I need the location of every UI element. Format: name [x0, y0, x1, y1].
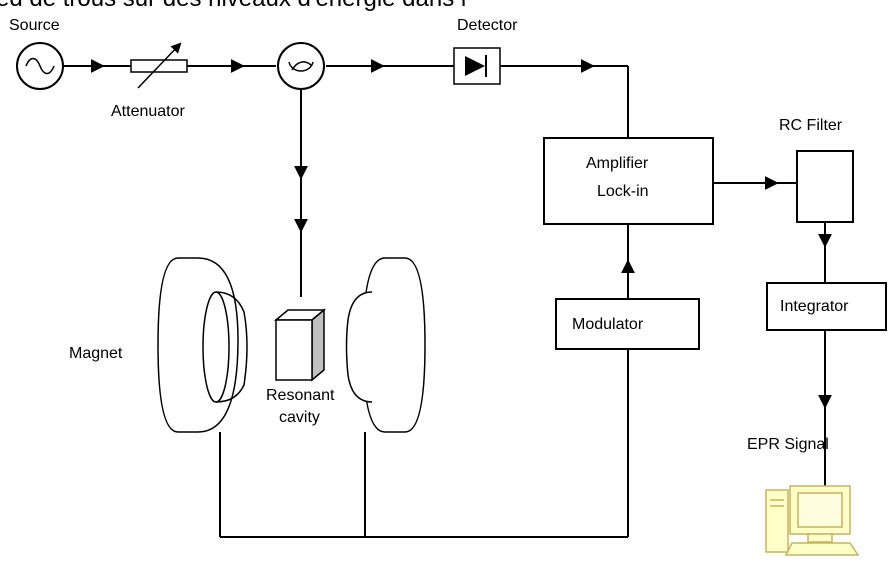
magnet-left-icon	[157, 257, 248, 433]
computer-icon	[765, 485, 860, 556]
resonant-cavity-label-2: cavity	[279, 409, 320, 426]
circulator-icon	[277, 42, 325, 90]
header-fragment: ed de trous sur des niveaux d'énergie da…	[0, 0, 466, 12]
amplifier-label-1: Amplifier	[586, 155, 649, 172]
detector-label: Detector	[457, 17, 518, 34]
rc-filter-box	[796, 150, 854, 223]
attenuator-label: Attenuator	[111, 103, 186, 120]
modulator-box	[555, 298, 700, 350]
microwave-line	[64, 59, 629, 138]
resonant-cavity-icon	[273, 308, 327, 382]
epr-signal-label: EPR Signal	[747, 436, 829, 453]
modulator-label: Modulator	[572, 316, 644, 333]
rc-filter-label: RC Filter	[779, 117, 843, 134]
integrator-box	[766, 282, 887, 331]
magnet-wiring	[219, 349, 629, 538]
resonant-cavity-label-1: Resonant	[266, 387, 335, 404]
integrator-label: Integrator	[780, 298, 849, 315]
amplifier-label-2: Lock-in	[597, 183, 649, 200]
detector-icon	[453, 47, 501, 85]
source-icon	[16, 42, 64, 90]
magnet-right-icon	[345, 257, 426, 433]
magnet-label: Magnet	[69, 345, 123, 362]
attenuator-icon	[130, 42, 188, 89]
amplifier-box	[543, 137, 714, 225]
source-label: Source	[9, 17, 60, 34]
